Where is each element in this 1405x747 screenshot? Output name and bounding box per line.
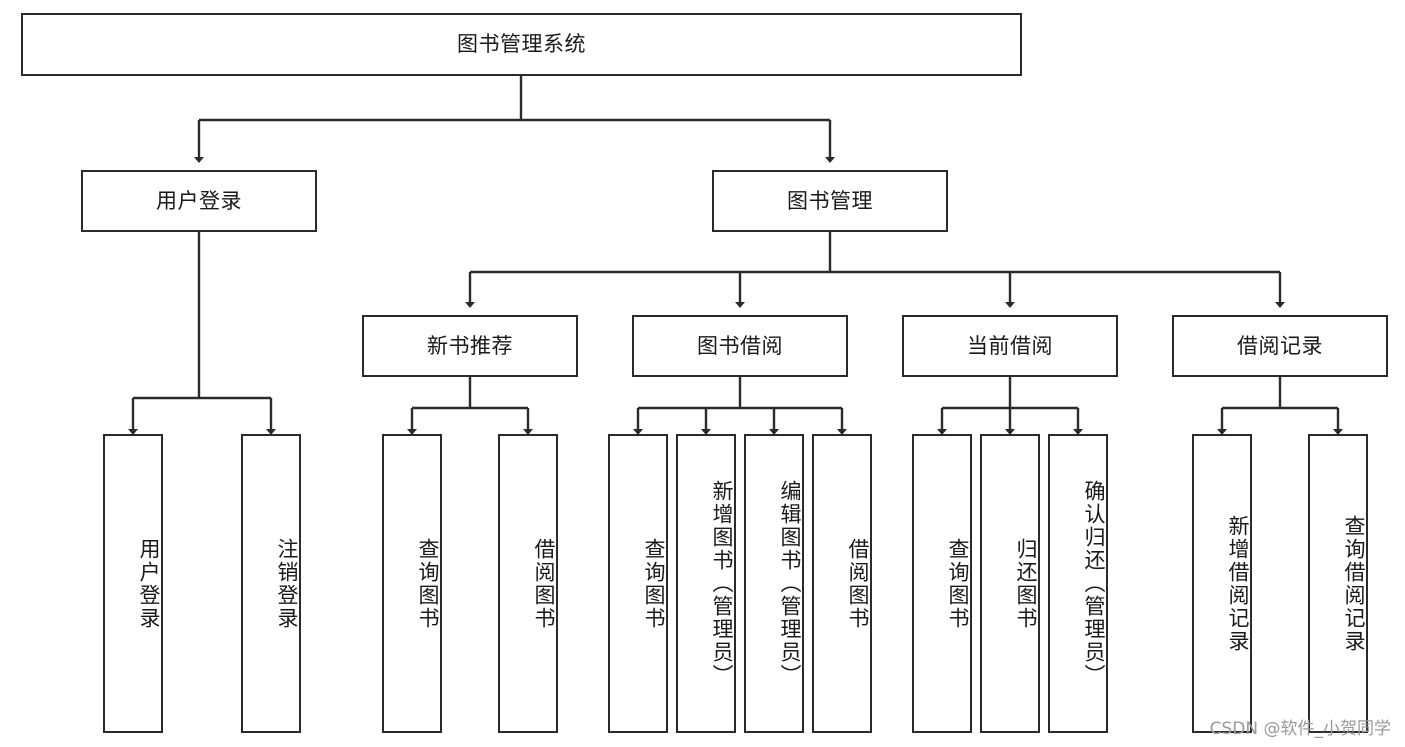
node-borrow-record[interactable]: 借阅记录 xyxy=(1172,315,1388,377)
node-label: 图书管理系统 xyxy=(457,32,586,57)
leaf-new-book-query-book[interactable]: 查询图书 xyxy=(382,434,442,733)
node-label: 当前借阅 xyxy=(967,333,1053,358)
leaf-borrow-record-add-record[interactable]: 新增借阅记录 xyxy=(1192,434,1252,733)
node-label: 图书管理 xyxy=(787,188,873,213)
node-label: 归还图书 xyxy=(1014,537,1038,630)
node-label: 查询借阅记录 xyxy=(1342,514,1366,653)
node-label: 新增借阅记录 xyxy=(1226,514,1250,653)
leaf-book-borrow-query-book[interactable]: 查询图书 xyxy=(608,434,668,733)
node-new-book-recommend[interactable]: 新书推荐 xyxy=(362,315,578,377)
leaf-user-login-login[interactable]: 用户登录 xyxy=(103,434,163,733)
node-book-management[interactable]: 图书管理 xyxy=(712,170,948,232)
leaf-user-login-logout[interactable]: 注销登录 xyxy=(241,434,301,733)
node-user-login[interactable]: 用户登录 xyxy=(81,170,317,232)
leaf-current-borrow-confirm-return-admin[interactable]: 确认归还（管理员） xyxy=(1048,434,1108,733)
node-label: 查询图书 xyxy=(946,537,970,630)
leaf-new-book-borrow-book[interactable]: 借阅图书 xyxy=(498,434,558,733)
node-label: 用户登录 xyxy=(137,537,161,630)
node-label: 查询图书 xyxy=(416,537,440,630)
node-label: 借阅图书 xyxy=(532,537,556,630)
node-label: 新书推荐 xyxy=(427,333,513,358)
leaf-book-borrow-edit-book-admin[interactable]: 编辑图书（管理员） xyxy=(744,434,804,733)
node-label: 查询图书 xyxy=(642,537,666,630)
leaf-book-borrow-add-book-admin[interactable]: 新增图书（管理员） xyxy=(676,434,736,733)
node-label: 借阅记录 xyxy=(1237,333,1323,358)
node-label: 借阅图书 xyxy=(846,537,870,630)
node-label: 编辑图书（管理员） xyxy=(778,480,802,687)
node-root-book-management-system[interactable]: 图书管理系统 xyxy=(21,13,1022,76)
leaf-current-borrow-return-book[interactable]: 归还图书 xyxy=(980,434,1040,733)
node-label: 新增图书（管理员） xyxy=(710,480,734,687)
node-book-borrow[interactable]: 图书借阅 xyxy=(632,315,848,377)
leaf-borrow-record-query-record[interactable]: 查询借阅记录 xyxy=(1308,434,1368,733)
leaf-book-borrow-borrow-book[interactable]: 借阅图书 xyxy=(812,434,872,733)
node-label: 确认归还（管理员） xyxy=(1082,480,1106,687)
leaf-current-borrow-query-book[interactable]: 查询图书 xyxy=(912,434,972,733)
node-current-borrow[interactable]: 当前借阅 xyxy=(902,315,1118,377)
node-label: 注销登录 xyxy=(275,537,299,630)
watermark: CSDN @软件_小贺同学 xyxy=(1209,719,1391,739)
node-label: 图书借阅 xyxy=(697,333,783,358)
node-label: 用户登录 xyxy=(156,188,242,213)
